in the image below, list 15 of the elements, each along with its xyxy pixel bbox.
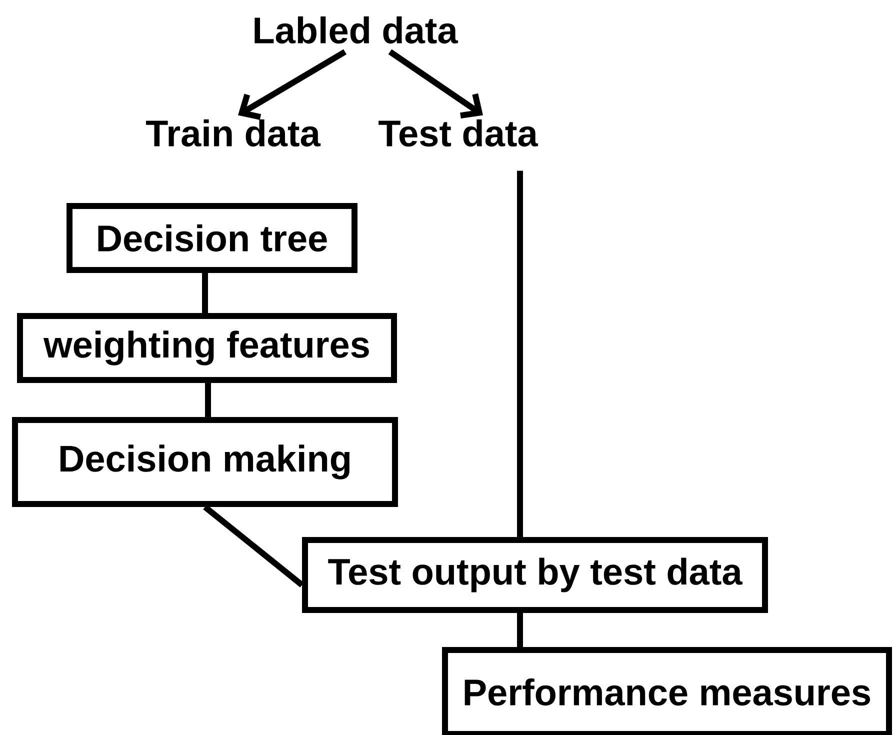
- process-box: Decision making: [12, 417, 398, 507]
- connector-line: [202, 273, 208, 313]
- process-box: Test output by test data: [302, 537, 768, 613]
- heading-text: Labled data: [254, 16, 458, 44]
- bare-label: Train data: [146, 119, 321, 147]
- process-box: weighting features: [17, 313, 397, 383]
- process-box: Performance measures: [442, 647, 892, 735]
- process-box: Decision tree: [66, 203, 358, 273]
- bare-label: Test data: [378, 119, 538, 147]
- arrow: [388, 49, 483, 119]
- connector-line: [205, 383, 211, 417]
- connector-line: [517, 170, 523, 537]
- connector-line: [203, 504, 304, 588]
- connector-line: [517, 613, 523, 647]
- arrow: [238, 49, 347, 120]
